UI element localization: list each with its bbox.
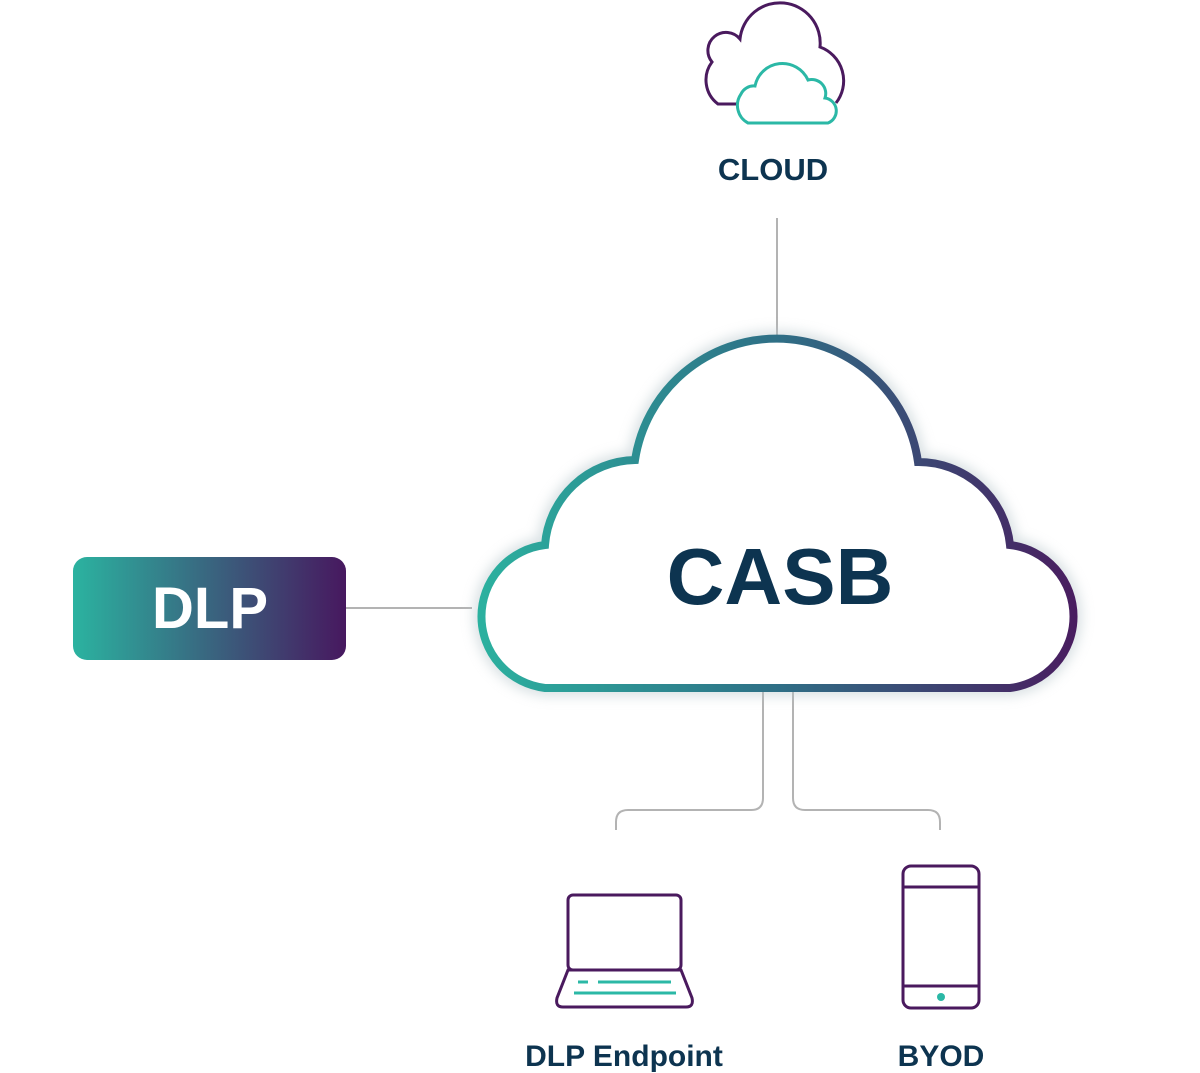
connector-casb-endpoint <box>615 688 764 830</box>
laptop-screen <box>566 893 683 972</box>
dlp-box: DLP <box>73 557 346 660</box>
connector-casb-byod <box>792 688 941 830</box>
dlp-box-background <box>73 557 346 660</box>
cloud-label: CLOUD <box>718 152 828 187</box>
smartphone-body <box>901 864 981 1010</box>
casb-cloud-shape <box>477 334 1078 692</box>
casb-label: CASB <box>667 532 894 621</box>
connectors <box>346 218 941 830</box>
dlp-label: DLP <box>152 576 268 641</box>
cloud-icon-back-outline <box>704 1 846 106</box>
endpoint-label: DLP Endpoint <box>525 1040 723 1073</box>
laptop-icon <box>555 893 694 1009</box>
casb-cloud: CASB <box>473 330 1082 696</box>
cloud-icon-front-outline <box>735 61 838 125</box>
laptop-keyboard-lines <box>574 980 676 995</box>
smartphone-screen-dividers <box>903 885 979 988</box>
smartphone-home-button <box>937 993 945 1001</box>
smartphone-icon <box>901 864 981 1010</box>
byod-label: BYOD <box>898 1040 985 1073</box>
laptop-base <box>555 968 694 1009</box>
cloud-icon <box>704 1 846 125</box>
